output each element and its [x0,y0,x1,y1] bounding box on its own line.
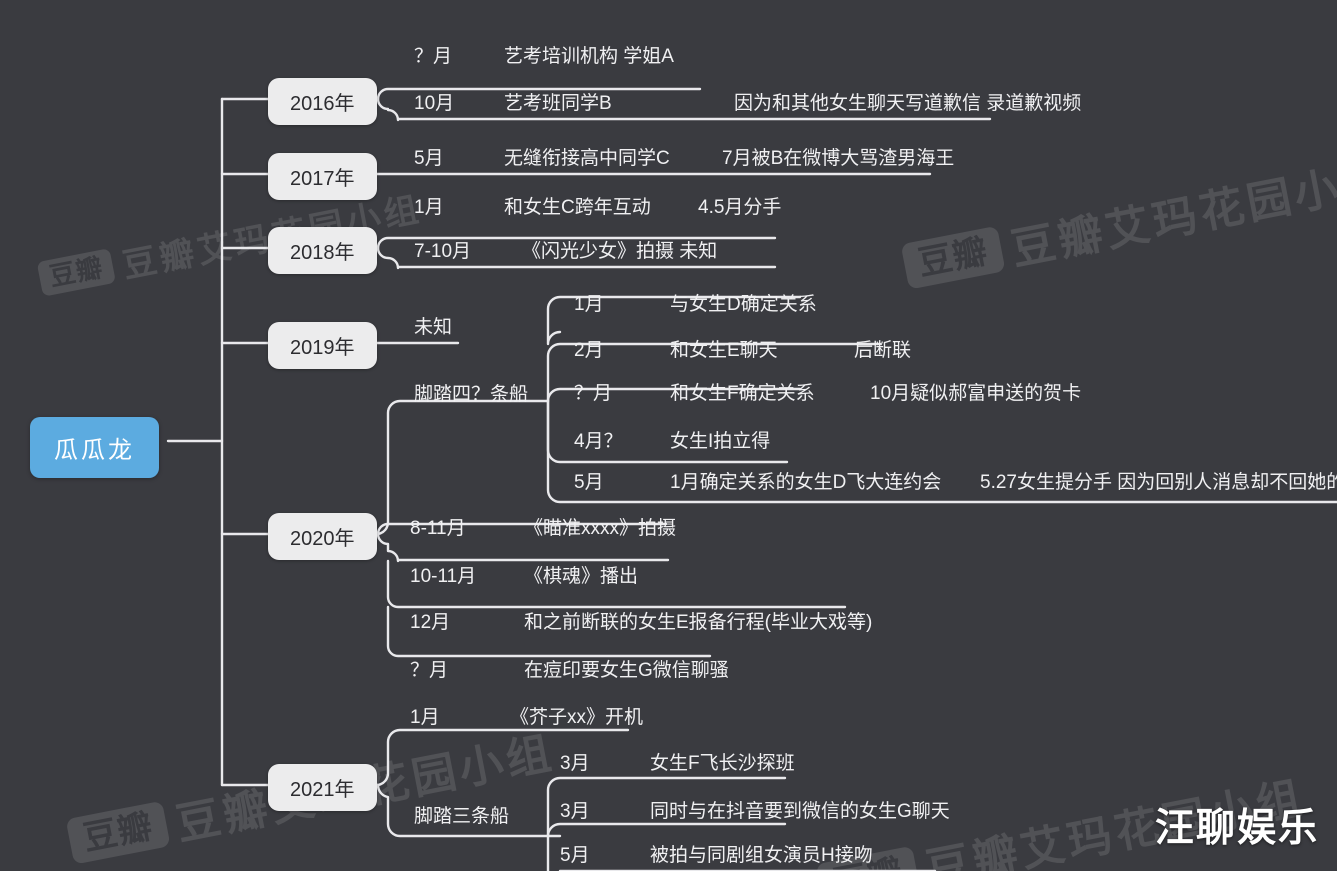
branch-tag-unknown: 未知 [414,317,453,338]
leaf-row: ？月 在痘印要女生G微信聊骚 [410,660,729,682]
leaf-month: 12月 [410,612,451,633]
leaf-note: 后断联 [854,340,912,361]
leaf-month: 7-10月 [414,241,472,262]
leaf-event: 《棋魂》播出 [524,566,639,587]
leaf-row: 7-10月 《闪光少女》拍摄 未知 [414,241,717,263]
leaf-event: 在痘印要女生G微信聊骚 [524,660,729,681]
leaf-row: 1月 和女生C跨年互动 4.5月分手 [414,197,781,219]
branch-tag-four-boats: 脚踏四？条船 [414,384,529,405]
leaf-month: 5月 [560,845,590,866]
leaf-note: 7月被B在微博大骂渣男海王 [722,148,955,169]
leaf-month: 3月 [560,753,590,774]
leaf-event: 和女生E聊天 [670,340,778,361]
leaf-month: 8-11月 [410,518,466,539]
leaf-row: 4月？ 女生I拍立得 [574,431,770,453]
leaf-month: 4月？ [574,431,623,452]
leaf-month: 1月 [414,197,444,218]
leaf-note: 因为和其他女生聊天写道歉信 录道歉视频 [734,93,1082,114]
leaf-row: ？月 艺考培训机构 学姐A [414,46,674,68]
leaf-note: 10月疑似郝富申送的贺卡 [870,383,1082,404]
year-node-2016[interactable]: 2016年 [268,78,377,125]
leaf-row: 1月 与女生D确定关系 [574,294,817,316]
leaf-row: 5月 被拍与同剧组女演员H接吻 [560,845,873,867]
branch-tag-three-boats: 脚踏三条船 [414,806,510,827]
leaf-event: 艺考培训机构 学姐A [504,46,674,67]
channel-watermark: 汪聊娱乐 [1154,807,1319,850]
leaf-row: 12月 和之前断联的女生E报备行程(毕业大戏等) [410,612,872,634]
leaf-event: 《芥子xx》开机 [510,707,644,728]
leaf-month: 2月 [574,340,604,361]
leaf-row: 3月 同时与在抖音要到微信的女生G聊天 [560,801,950,823]
leaf-month: 3月 [560,801,590,822]
leaf-row: 1月 《芥子xx》开机 [410,707,643,729]
year-node-2018[interactable]: 2018年 [268,227,377,274]
leaf-month: ？月 [410,660,449,681]
year-node-2019[interactable]: 2019年 [268,322,377,369]
leaf-month: 5月 [574,472,604,493]
leaf-event: 《瞄准xxxx》拍摄 [524,518,677,539]
leaf-event: 女生I拍立得 [670,431,771,452]
leaf-event: 和女生F确定关系 [670,383,815,404]
leaf-month: 10月 [414,93,455,114]
year-node-2020[interactable]: 2020年 [268,513,377,560]
leaf-event: 《闪光少女》拍摄 未知 [522,241,718,262]
leaf-note: 5.27女生提分手 因为回别人消息却不回她的 [980,472,1337,493]
leaf-event: 1月确定关系的女生D飞大连约会 [670,472,942,493]
leaf-event: 无缝衔接高中同学C [504,148,670,169]
leaf-row: 5月 无缝衔接高中同学C 7月被B在微博大骂渣男海王 [414,148,954,170]
leaf-event: 艺考班同学B [504,93,612,114]
leaf-event: 同时与在抖音要到微信的女生G聊天 [650,801,950,822]
root-node[interactable]: 瓜瓜龙 [30,417,159,478]
leaf-row: ？月 和女生F确定关系 10月疑似郝富申送的贺卡 [574,383,1081,405]
leaf-row: 2月 和女生E聊天 后断联 [574,340,911,362]
leaf-note: 4.5月分手 [698,197,782,218]
leaf-event: 和女生C跨年互动 [504,197,651,218]
leaf-month: ？月 [414,46,453,67]
leaf-row: 3月 女生F飞长沙探班 [560,753,795,775]
leaf-row: 5月 1月确定关系的女生D飞大连约会 5.27女生提分手 因为回别人消息却不回她… [574,472,1337,494]
leaf-month: 1月 [410,707,440,728]
leaf-month: 1月 [574,294,604,315]
year-node-2021[interactable]: 2021年 [268,764,377,811]
leaf-event: 和之前断联的女生E报备行程(毕业大戏等) [524,612,873,633]
leaf-row: 10月 艺考班同学B 因为和其他女生聊天写道歉信 录道歉视频 [414,93,1081,115]
leaf-month: ？月 [574,383,613,404]
leaf-month: 5月 [414,148,444,169]
leaf-event: 与女生D确定关系 [670,294,817,315]
year-node-2017[interactable]: 2017年 [268,153,377,200]
leaf-event: 被拍与同剧组女演员H接吻 [650,845,873,866]
leaf-event: 女生F飞长沙探班 [650,753,795,774]
leaf-month: 10-11月 [410,566,477,587]
leaf-row: 10-11月 《棋魂》播出 [410,566,638,588]
leaf-row: 8-11月 《瞄准xxxx》拍摄 [410,518,676,540]
